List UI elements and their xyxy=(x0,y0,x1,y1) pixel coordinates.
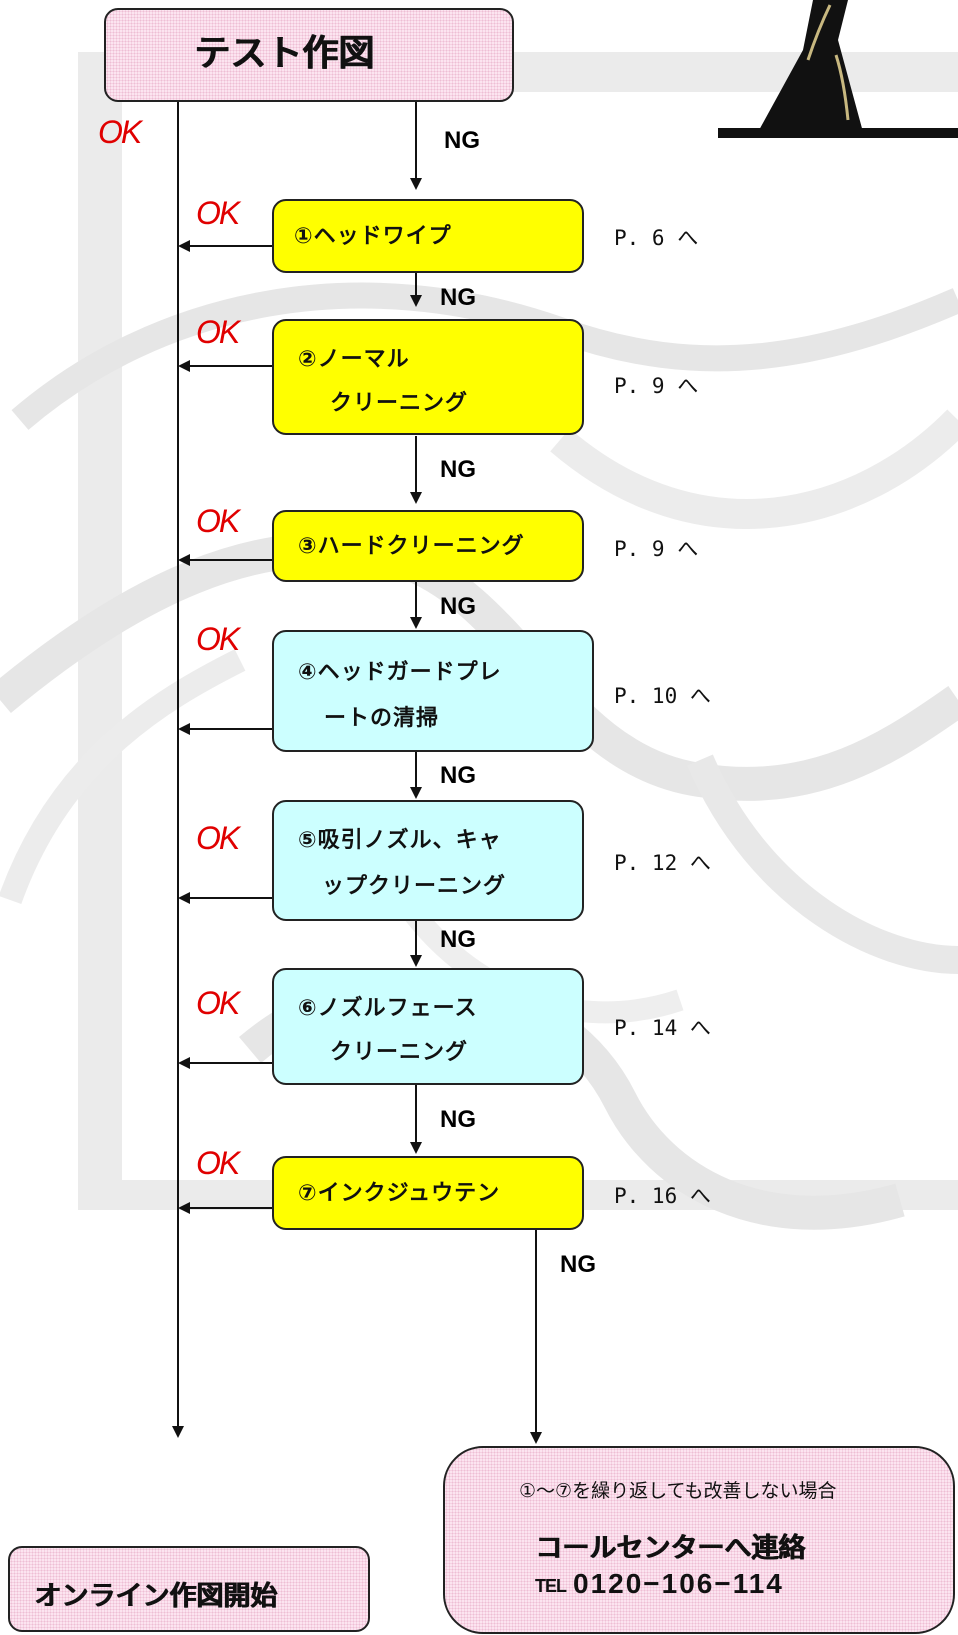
step-2-box: ②ノーマル クリーニング xyxy=(272,319,584,435)
ok-label-step3: OK xyxy=(196,503,240,539)
step-3-page-ref: P. 9 へ xyxy=(614,537,699,561)
ng-label-step7: NG xyxy=(560,1251,596,1278)
contact-box: ①～⑦を繰り返しても改善しない場合 コールセンターへ連絡 TEL 0120−10… xyxy=(443,1446,955,1634)
step-4-box: ④ヘッドガードプレ ートの清掃 xyxy=(272,630,594,752)
ok-label-step7: OK xyxy=(196,1145,240,1181)
end-label: オンライン作図開始 xyxy=(34,1581,277,1612)
contact-phone: 0120−106−114 xyxy=(573,1568,784,1599)
step-4-label-line2: ートの清掃 xyxy=(324,706,440,731)
start-box: テスト作図 xyxy=(104,8,514,102)
ng-label-step3: NG xyxy=(440,593,476,620)
step-4-page-ref: P. 10 へ xyxy=(614,684,711,708)
step-7-box: ⑦インクジュウテン xyxy=(272,1156,584,1230)
step-1-label: ①ヘッドワイプ xyxy=(294,224,452,249)
ok-label-step5: OK xyxy=(196,820,240,856)
end-box: オンライン作図開始 xyxy=(8,1546,370,1632)
contact-tel-prefix: TEL xyxy=(535,1576,567,1596)
step-2-label-line1: ②ノーマル xyxy=(298,347,410,372)
step-1-page-ref: P. 6 へ xyxy=(614,226,699,250)
contact-title: コールセンターへ連絡 xyxy=(535,1533,805,1564)
step-1-box: ①ヘッドワイプ xyxy=(272,199,584,273)
step-6-label-line1: ⑥ノズルフェース xyxy=(298,996,478,1021)
ng-label-step5: NG xyxy=(440,926,476,953)
step-7-page-ref: P. 16 へ xyxy=(614,1184,711,1208)
ng-label-step2: NG xyxy=(440,456,476,483)
ok-label-start: OK xyxy=(98,114,142,150)
step-6-page-ref: P. 14 へ xyxy=(614,1016,711,1040)
ng-label-step1: NG xyxy=(440,284,476,311)
step-5-label-line1: ⑤吸引ノズル、キャ xyxy=(298,828,502,853)
step-7-label: ⑦インクジュウテン xyxy=(298,1181,501,1206)
step-4-label-line1: ④ヘッドガードプレ xyxy=(298,660,502,685)
ng-label-start: NG xyxy=(444,127,480,154)
contact-note: ①～⑦を繰り返しても改善しない場合 xyxy=(519,1480,837,1502)
step-3-box: ③ハードクリーニング xyxy=(272,510,584,582)
step-5-page-ref: P. 12 へ xyxy=(614,851,711,875)
ok-label-step6: OK xyxy=(196,985,240,1021)
step-2-page-ref: P. 9 へ xyxy=(614,374,699,398)
ok-label-step2: OK xyxy=(196,314,240,350)
ng-label-step4: NG xyxy=(440,762,476,789)
step-6-box: ⑥ノズルフェース クリーニング xyxy=(272,968,584,1085)
ng-label-step6: NG xyxy=(440,1106,476,1133)
ok-label-step4: OK xyxy=(196,621,240,657)
step-6-label-line2: クリーニング xyxy=(330,1040,469,1065)
ok-label-step1: OK xyxy=(196,195,240,231)
step-5-label-line2: ップクリーニング xyxy=(322,874,507,899)
step-5-box: ⑤吸引ノズル、キャ ップクリーニング xyxy=(272,800,584,921)
start-label: テスト作図 xyxy=(194,33,375,74)
figure-logo xyxy=(718,0,958,138)
step-3-label: ③ハードクリーニング xyxy=(298,534,525,559)
step-2-label-line2: クリーニング xyxy=(330,391,469,416)
